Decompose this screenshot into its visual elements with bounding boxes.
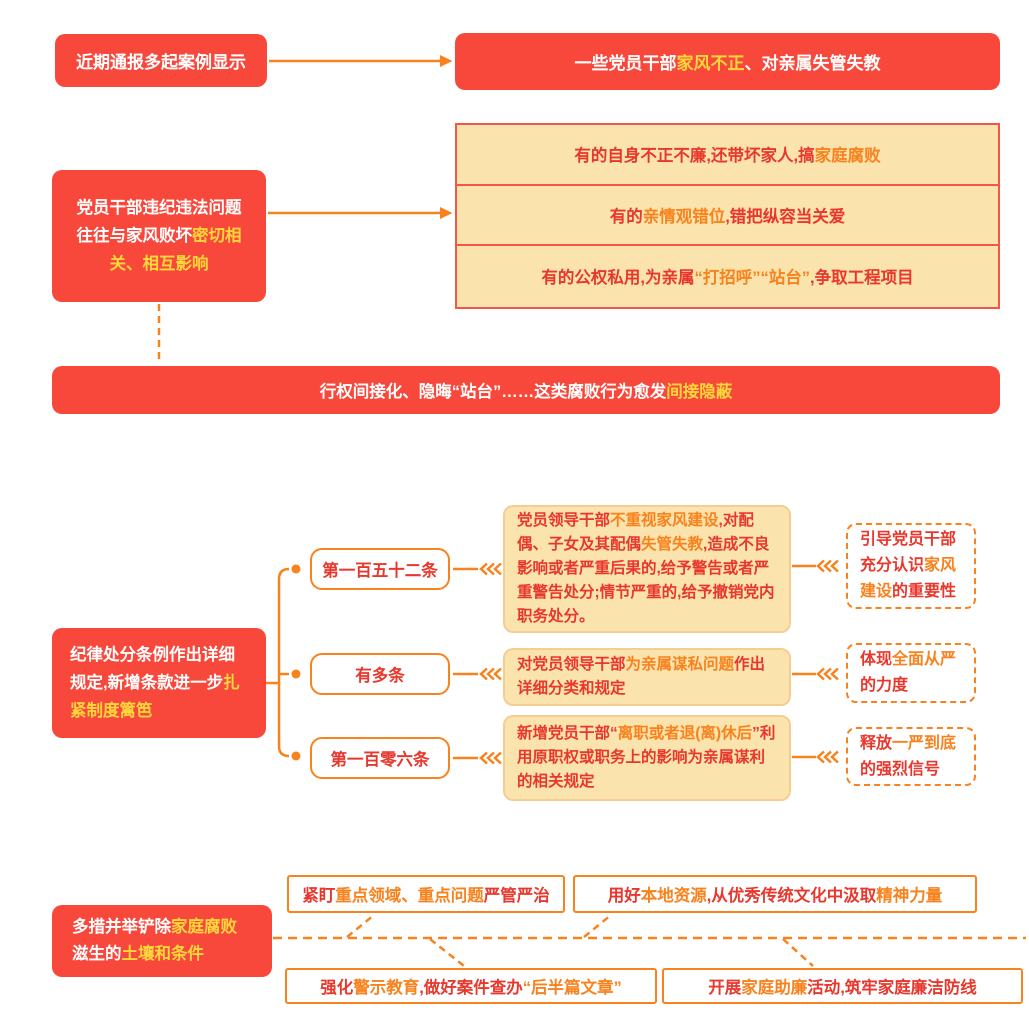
article-pill: 第一百零六条	[310, 737, 450, 779]
regulations-intro-box: 纪律处分条例作出详细规定,新增条款进一步扎紧制度篱笆	[52, 628, 266, 738]
measure-box: 强化警示教育,做好案件查办“后半篇文章”	[285, 968, 657, 1004]
measure-box: 开展家庭助廉活动,筑牢家庭廉洁防线	[662, 968, 1023, 1004]
arrowhead-result	[440, 55, 453, 67]
article-pill: 有多条	[310, 653, 450, 695]
measure-box: 用好本地资源,从优秀传统文化中汲取精神力量	[573, 875, 977, 913]
regulations-bracket	[266, 567, 290, 758]
arrowhead-examples	[440, 207, 453, 219]
regulation-detail-box: 新增党员干部“离职或者退(离)休后”利用原职权或职务上的影响为亲属谋利的相关规定	[503, 715, 791, 801]
regulation-effect-box: 引导党员干部充分认识家风建设的重要性	[846, 523, 976, 609]
measures-intro-box: 多措并举铲除家庭腐败滋生的土壤和条件	[52, 905, 272, 977]
bracket-dot	[291, 564, 301, 574]
example-row: 有的公权私用,为亲属“打招呼”“站台”,争取工程项目	[541, 269, 914, 288]
article-pill: 第一百五十二条	[310, 548, 450, 590]
report-result-box: 一些党员干部家风不正、对亲属失管失教	[455, 33, 1000, 90]
regulation-detail-box: 党员领导干部不重视家风建设,对配偶、子女及其配偶失管失教,造成不良影响或者严重后…	[503, 505, 791, 633]
regulation-detail-box: 对党员领导干部为亲属谋私问题作出详细分类和规定	[503, 648, 791, 706]
report-source-box: 近期通报多起案例显示	[55, 34, 267, 87]
example-row: 有的自身不正不廉,还带坏家人,搞家庭腐败	[457, 125, 998, 186]
examples-table: 有的自身不正不廉,还带坏家人,搞家庭腐败 有的亲情观错位,错把纵容当关爱 有的公…	[455, 123, 1000, 309]
example-row: 有的亲情观错位,错把纵容当关爱	[457, 186, 998, 247]
bracket-dot	[291, 669, 301, 679]
regulation-effect-box: 释放一严到底的强烈信号	[846, 727, 976, 786]
regulation-effect-box: 体现全面从严的力度	[846, 643, 976, 703]
bracket-dot	[291, 751, 301, 761]
conclusion-box: 行权间接化、隐晦“站台”……这类腐败行为愈发间接隐蔽	[52, 366, 1000, 414]
measure-box: 紧盯重点领域、重点问题严管严治	[287, 875, 565, 913]
cause-box: 党员干部违纪违法问题往往与家风败坏密切相关、相互影响	[52, 170, 266, 302]
